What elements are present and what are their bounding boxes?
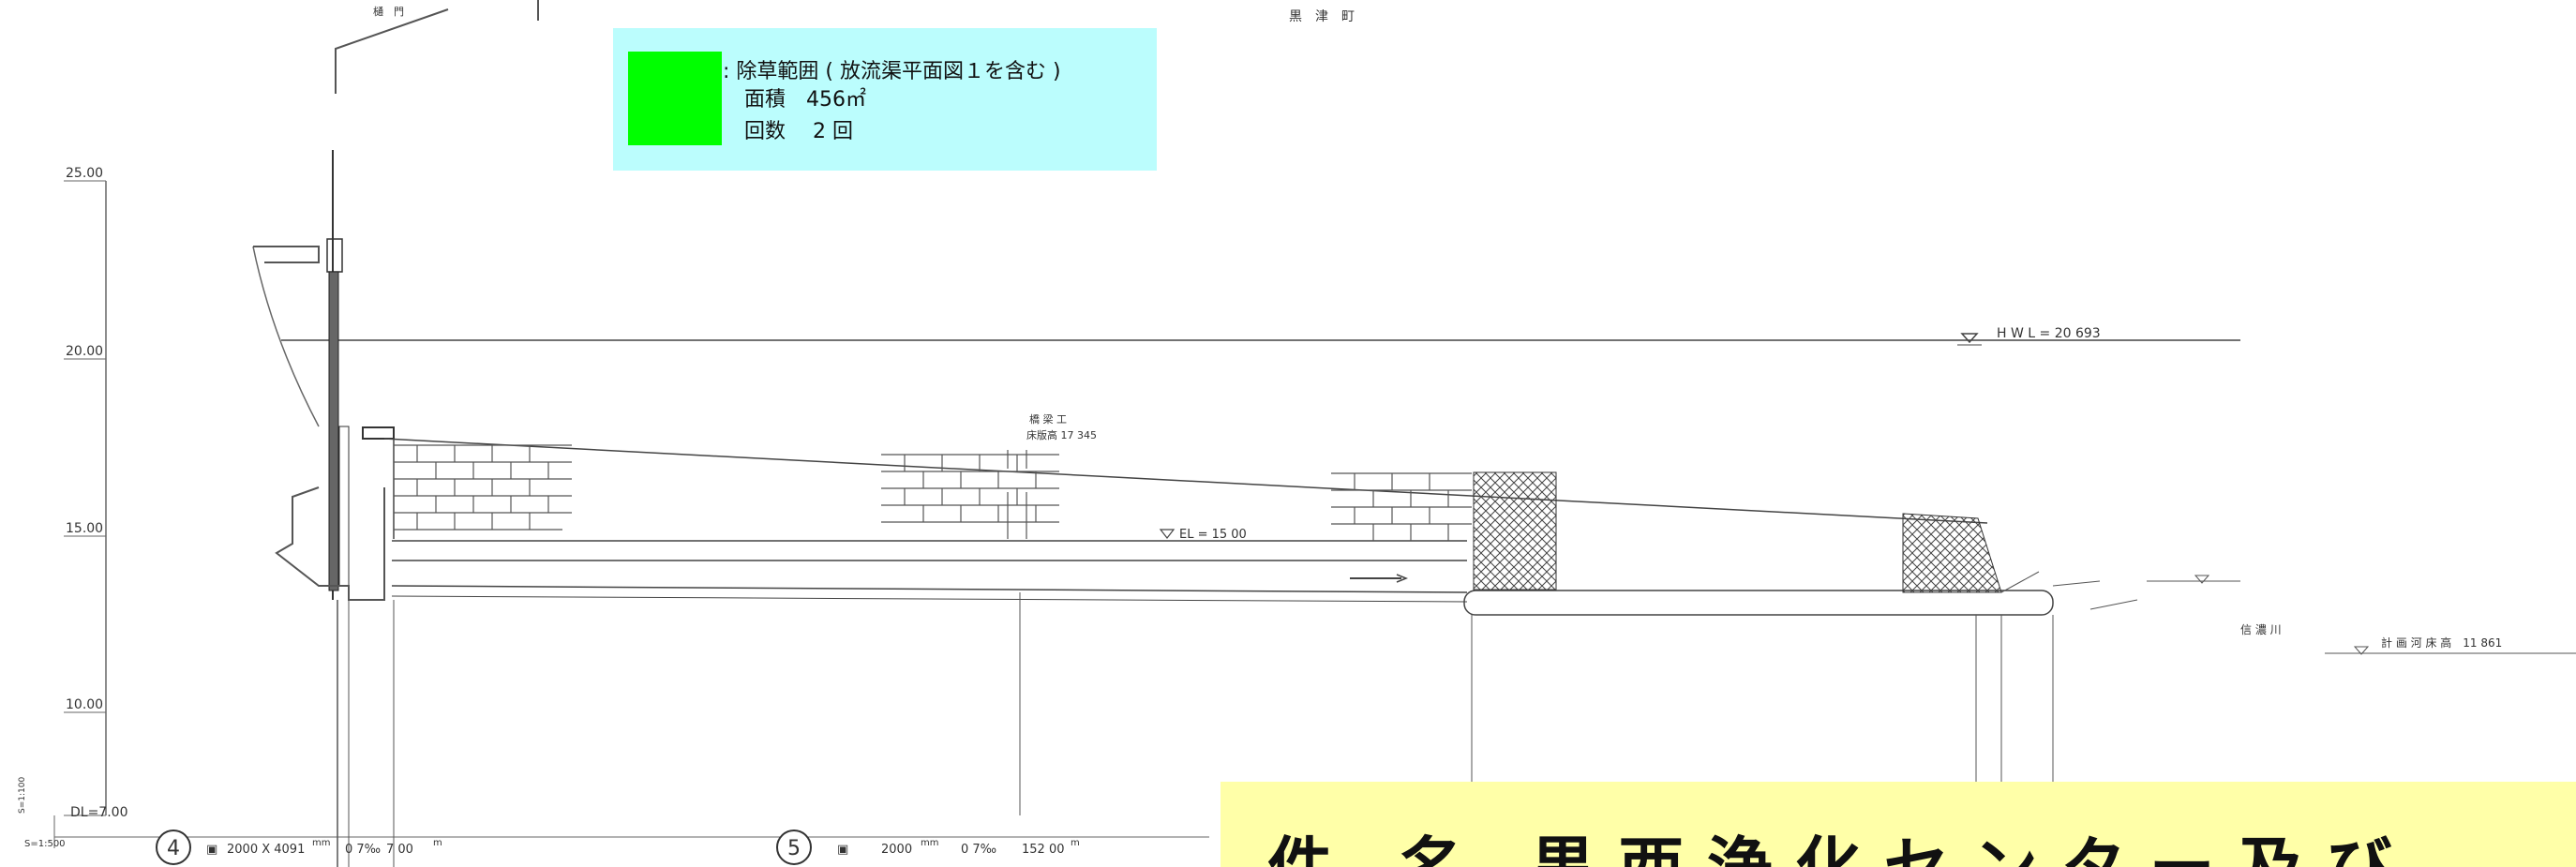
section-5-size: 2000	[881, 843, 912, 857]
legend-frequency: 回数 2 回	[744, 120, 853, 143]
river-label: 信 濃 川	[2240, 623, 2282, 636]
legend-weeding-range: : 除草範囲 ( 放流渠平面図１を含む )	[723, 60, 1061, 83]
title-banner: 件 名 黒 西 浄 化 セ ン タ ー 及 び	[1221, 782, 2576, 867]
elev-tick-25: 25.00	[66, 166, 103, 181]
section-4-length: 7 00	[386, 843, 413, 857]
gate-outline	[335, 8, 449, 94]
masonry-block-1	[394, 444, 572, 531]
section-5-unit: mm	[921, 838, 938, 848]
section-5-marker	[776, 830, 812, 865]
section-4-unit: mm	[312, 838, 330, 848]
section-4-size: 2000 X 4091	[227, 843, 305, 857]
section-4-number: 4	[167, 837, 180, 860]
el-label: EL = 15 00	[1179, 528, 1247, 542]
section-4-slope: 0 7‰	[345, 843, 381, 857]
riprap-area-2	[1902, 513, 2002, 593]
gate-label: 樋 門	[373, 5, 404, 18]
hwl-marker	[1960, 333, 1979, 344]
datum-label: DL=7.00	[70, 805, 127, 820]
conduit-pipe	[383, 438, 2054, 867]
masonry-block-3	[1331, 472, 1472, 541]
bridge-sub: 床版高 17 345	[1026, 428, 1097, 441]
hwl-label: H W L = 20 693	[1997, 326, 2101, 341]
embankment-top	[253, 246, 320, 263]
planned-bed-label: 計 画 河 床 高 11 861	[2381, 635, 2502, 650]
section-5-length: 152 00	[1022, 843, 1065, 857]
title-banner-text: 件 名 黒 西 浄 化 セ ン タ ー 及 び	[1267, 815, 2391, 867]
weeding-area-swatch	[628, 52, 722, 145]
embankment-curve	[252, 246, 320, 427]
masonry-block-2	[881, 450, 1059, 539]
el-marker	[1159, 529, 1176, 539]
section-4-marker	[156, 830, 191, 865]
vertical-scale: S=1:100	[18, 777, 27, 814]
section-5-slope: 0 7‰	[961, 843, 996, 857]
section-4-len-unit: m	[433, 838, 442, 848]
section-5-number: 5	[787, 837, 801, 860]
elev-tick-10: 10.00	[66, 697, 103, 712]
horizontal-scale: S=1:500	[24, 839, 66, 849]
riprap-area-1	[1473, 471, 1557, 590]
outlet-slope	[2000, 571, 2138, 610]
town-label: 黒 津 町	[1289, 9, 1355, 24]
bridge-title: 橋 梁 工	[1029, 412, 1067, 426]
section-4-icon: ▣	[206, 843, 217, 857]
section-5-icon: ▣	[837, 843, 848, 857]
gate-tower	[275, 150, 395, 867]
elev-tick-20: 20.00	[66, 344, 103, 359]
section-5-len-unit: m	[1071, 838, 1080, 848]
legend-box: : 除草範囲 ( 放流渠平面図１を含む ) 面積 456㎡ 回数 2 回	[613, 28, 1157, 171]
elev-tick-15: 15.00	[66, 521, 103, 536]
elevation-axis	[53, 180, 1209, 848]
legend-area: 面積 456㎡	[744, 88, 866, 112]
